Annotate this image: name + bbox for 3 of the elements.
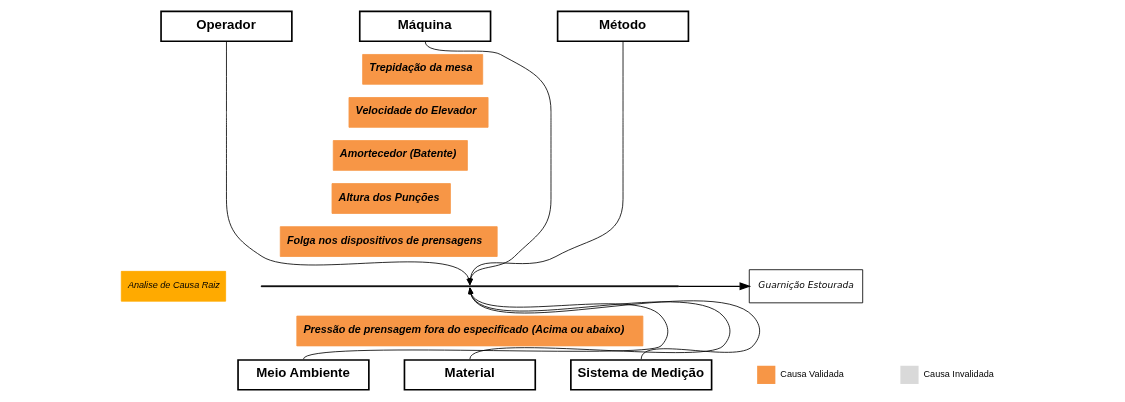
legend-label: Causa Invalidada — [923, 369, 994, 380]
legend-label: Causa Validada — [779, 369, 844, 380]
label: Analise de Causa Raiz — [127, 279, 220, 290]
